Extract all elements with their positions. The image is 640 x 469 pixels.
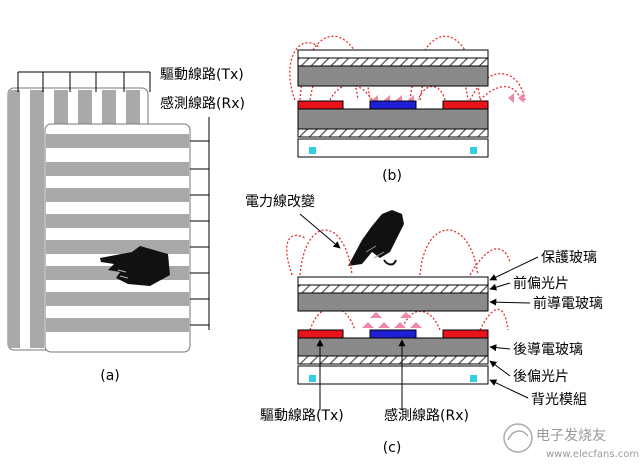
caption-c: (c) (383, 440, 402, 456)
front-polarizer-c (297, 284, 489, 294)
rx-electrode-c (369, 329, 417, 339)
leader-backlight-module (489, 379, 529, 399)
protective-glass-c (297, 276, 489, 286)
rx-front-panel (44, 123, 191, 353)
layer-label-protective-glass: 保護玻璃 (541, 249, 597, 266)
rear-conductive-glass-c (297, 337, 489, 357)
field-change-label: 電力線改變 (245, 194, 315, 210)
leader-front-conductive-glass (489, 298, 531, 306)
panel-c: 電力線改變 (245, 194, 603, 456)
watermark-url: www.elecfans.com (546, 449, 639, 460)
panel-a: 驅動線路(Tx) 感測線路(Rx) (7, 67, 245, 384)
layer-label-rear-polarizer: 後偏光片 (513, 369, 569, 385)
layer-label-front-conductive-glass: 前導電玻璃 (533, 295, 603, 312)
watermark: 电子发烧友 www.elecfans.com (503, 423, 639, 460)
caption-b: (b) (382, 168, 402, 184)
front-conductive-glass-c (297, 292, 489, 312)
rear-polarizer-b (297, 128, 489, 138)
caption-a: (a) (100, 368, 120, 384)
backlight-dot-right-b (470, 147, 477, 154)
finger-icon (348, 210, 404, 266)
tx-electrode-right-b (442, 100, 489, 110)
panel-b: (b) (289, 35, 526, 184)
tx-label-a: 驅動線路(Tx) (160, 67, 244, 83)
rear-polarizer-c (297, 355, 489, 365)
field-change-arrow (299, 213, 341, 249)
watermark-brand: 电子发烧友 (536, 428, 606, 444)
rx-connector-lines (190, 117, 210, 330)
tx-electrode-left-b (297, 100, 344, 110)
rx-electrode-b (369, 100, 417, 110)
leader-front-polarizer (489, 282, 511, 291)
field-arrows-b (372, 93, 524, 105)
protective-glass-b (297, 49, 489, 59)
backlight-dot-right-c (470, 375, 477, 382)
tx-electrode-right-c (442, 329, 489, 339)
pointing-hand-icon (100, 246, 170, 286)
watermark-logo-icon (503, 423, 533, 453)
backlight-dot-left-c (309, 375, 316, 382)
tx-label-c: 驅動線路(Tx) (260, 408, 344, 424)
rx-label-a: 感測線路(Rx) (160, 95, 245, 112)
field-arrows-c (362, 312, 422, 328)
tx-electrode-left-c (297, 329, 344, 339)
rx-label-c: 感測線路(Rx) (384, 407, 469, 424)
front-polarizer-b (297, 57, 489, 67)
layer-labels: 保護玻璃 前偏光片 前導電玻璃 後導電玻璃 後偏光片 背光模組 (489, 249, 603, 408)
leader-rear-polarizer (489, 360, 511, 377)
backlight-module-b (297, 138, 489, 158)
layer-label-front-polarizer: 前偏光片 (513, 275, 569, 292)
layer-label-backlight-module: 背光模組 (531, 392, 587, 408)
front-conductive-glass-b (297, 65, 489, 87)
rear-conductive-glass-b (297, 108, 489, 130)
leader-protective-glass (489, 256, 539, 281)
tx-connector-lines (17, 71, 151, 92)
backlight-module-c (297, 365, 489, 385)
leader-rear-conductive-glass (489, 344, 511, 352)
backlight-dot-left-b (309, 147, 316, 154)
layer-label-rear-conductive-glass: 後導電玻璃 (513, 341, 583, 358)
